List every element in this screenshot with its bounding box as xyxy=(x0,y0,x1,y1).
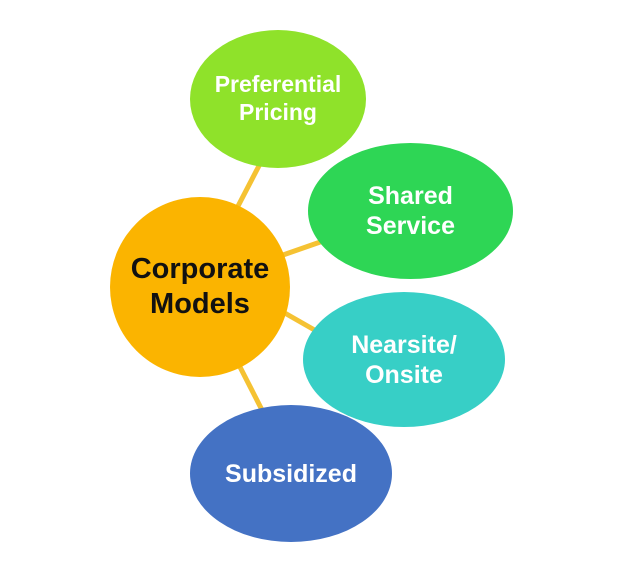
node-preferential-pricing: Preferential Pricing xyxy=(190,30,366,168)
connector-subsidized xyxy=(236,362,265,413)
connector-pricing xyxy=(233,157,265,213)
node-subsidized: Subsidized xyxy=(190,405,392,542)
node-nearsite-onsite: Nearsite/ Onsite xyxy=(303,292,505,427)
node-shared-service: Shared Service xyxy=(308,143,513,279)
node-corporate-models: Corporate Models xyxy=(110,197,290,377)
connector-nearsite xyxy=(280,309,321,335)
